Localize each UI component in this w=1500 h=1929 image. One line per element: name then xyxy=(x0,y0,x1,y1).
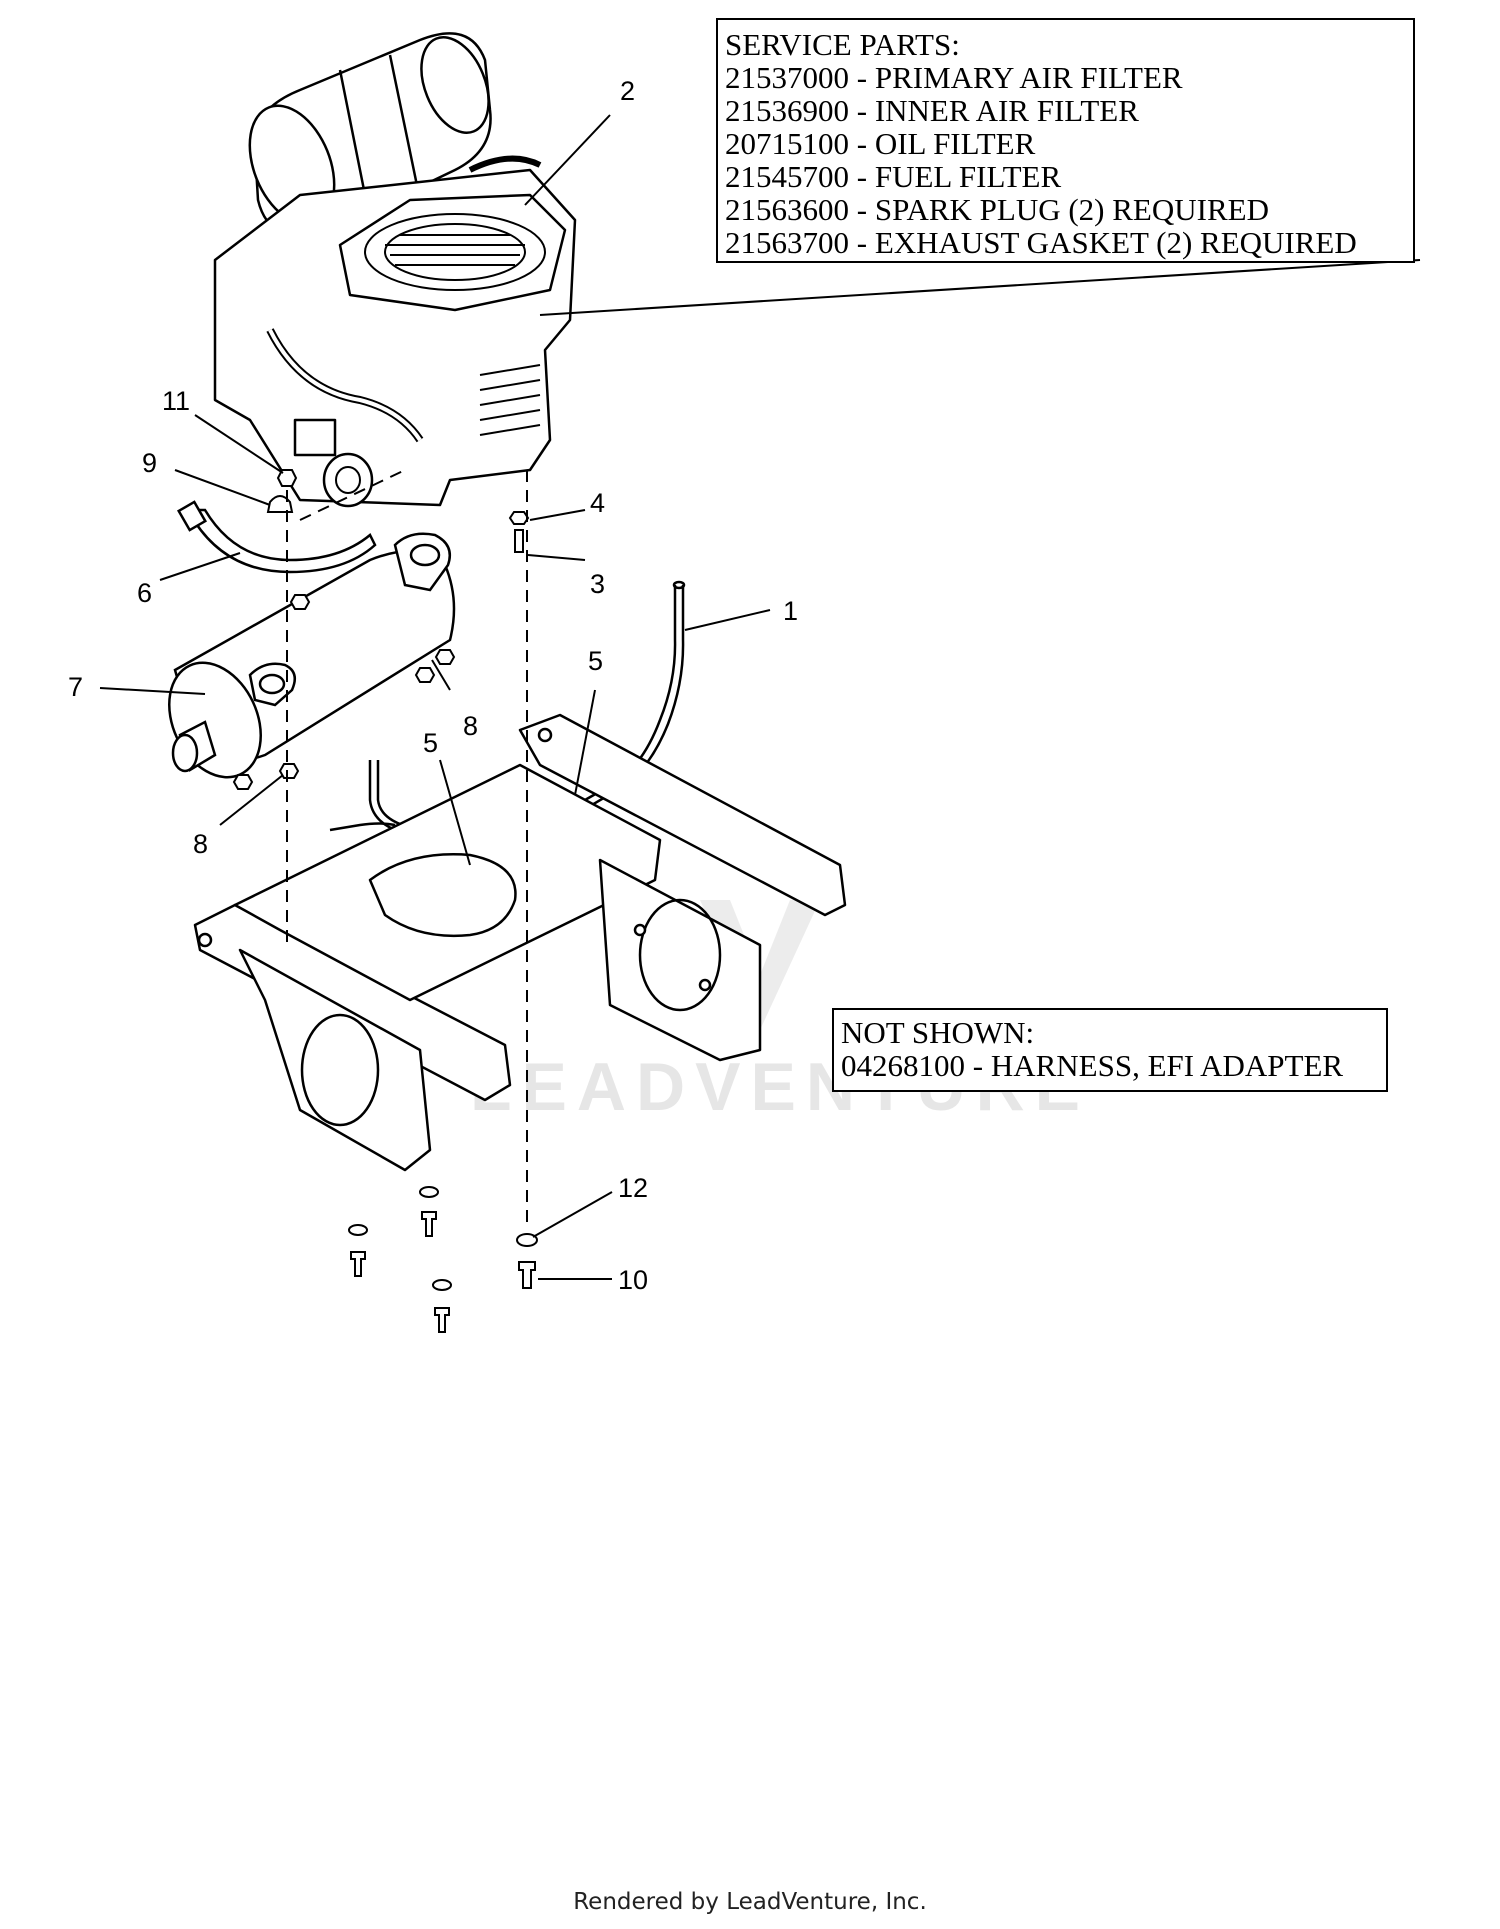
callout-7: 7 xyxy=(68,672,83,702)
callout-3: 3 xyxy=(590,569,605,599)
not-shown-item: 04268100 - HARNESS, EFI ADAPTER xyxy=(841,1048,1344,1083)
air-filter-far-cap xyxy=(420,36,490,134)
service-part-item: 21545700 - FUEL FILTER xyxy=(725,159,1062,194)
service-part-item: 21536900 - INNER AIR FILTER xyxy=(725,93,1139,128)
bolt-10 xyxy=(518,1261,536,1289)
nut-4 xyxy=(508,511,530,525)
washer-a xyxy=(419,1186,439,1198)
bolt-b xyxy=(350,1251,366,1277)
frame-cutout xyxy=(368,853,517,938)
cooling-grille xyxy=(364,213,546,291)
engine-mount-frame xyxy=(193,713,847,1172)
leader-lines xyxy=(99,114,1421,1280)
callout-11: 11 xyxy=(162,386,190,416)
service-parts-box: SERVICE PARTS: 21537000 - PRIMARY AIR FI… xyxy=(716,18,1415,263)
callout-12: 12 xyxy=(618,1173,648,1203)
nut-8d xyxy=(232,774,254,790)
nut-11 xyxy=(276,469,298,487)
frame-rear-rail xyxy=(518,713,847,917)
frame-side-plate-left xyxy=(238,948,432,1172)
bolt-a xyxy=(421,1211,437,1237)
bolt-c xyxy=(434,1307,450,1333)
callout-10: 10 xyxy=(618,1265,648,1295)
callout-5-lower: 5 xyxy=(423,728,438,758)
nut-8a xyxy=(434,649,456,665)
stud-3 xyxy=(514,529,524,553)
cylinder-fins xyxy=(479,364,541,436)
service-part-item: 20715100 - OIL FILTER xyxy=(725,126,1036,161)
callout-2: 2 xyxy=(620,76,635,106)
callout-numbers: 2 1 4 3 5 5 6 7 8 8 9 11 12 10 xyxy=(68,76,798,1295)
callout-8-left: 8 xyxy=(193,829,208,859)
frame-deck-plate xyxy=(233,763,662,1002)
washer-12 xyxy=(516,1233,538,1247)
not-shown-box: NOT SHOWN: 04268100 - HARNESS, EFI ADAPT… xyxy=(832,1008,1388,1092)
not-shown-heading: NOT SHOWN: xyxy=(841,1015,1035,1050)
engine-module xyxy=(293,418,337,457)
engine xyxy=(213,32,577,508)
callout-6: 6 xyxy=(137,578,152,608)
exhaust-pipe xyxy=(176,500,377,574)
muffler xyxy=(168,532,456,779)
service-part-item: 21563700 - EXHAUST GASKET (2) REQUIRED xyxy=(725,225,1357,260)
callout-1: 1 xyxy=(783,596,798,626)
nut-8c xyxy=(414,667,436,683)
service-part-item: 21563600 - SPARK PLUG (2) REQUIRED xyxy=(725,192,1269,227)
service-part-item: 21537000 - PRIMARY AIR FILTER xyxy=(725,60,1183,95)
callout-5-upper: 5 xyxy=(588,646,603,676)
service-parts-heading: SERVICE PARTS: xyxy=(725,27,960,62)
frame-side-plate-right xyxy=(598,858,762,1062)
oil-filter xyxy=(322,452,374,508)
washer-c xyxy=(432,1279,452,1291)
callout-9: 9 xyxy=(142,448,157,478)
assembly-lines xyxy=(286,469,528,1230)
nut-8b xyxy=(278,763,300,779)
footer-credit: Rendered by LeadVenture, Inc. xyxy=(573,1889,927,1915)
callout-4: 4 xyxy=(590,488,605,518)
callout-8-right: 8 xyxy=(463,711,478,741)
washer-b xyxy=(348,1224,368,1236)
clamp-9 xyxy=(266,495,294,513)
nut-exhaust xyxy=(289,594,311,610)
